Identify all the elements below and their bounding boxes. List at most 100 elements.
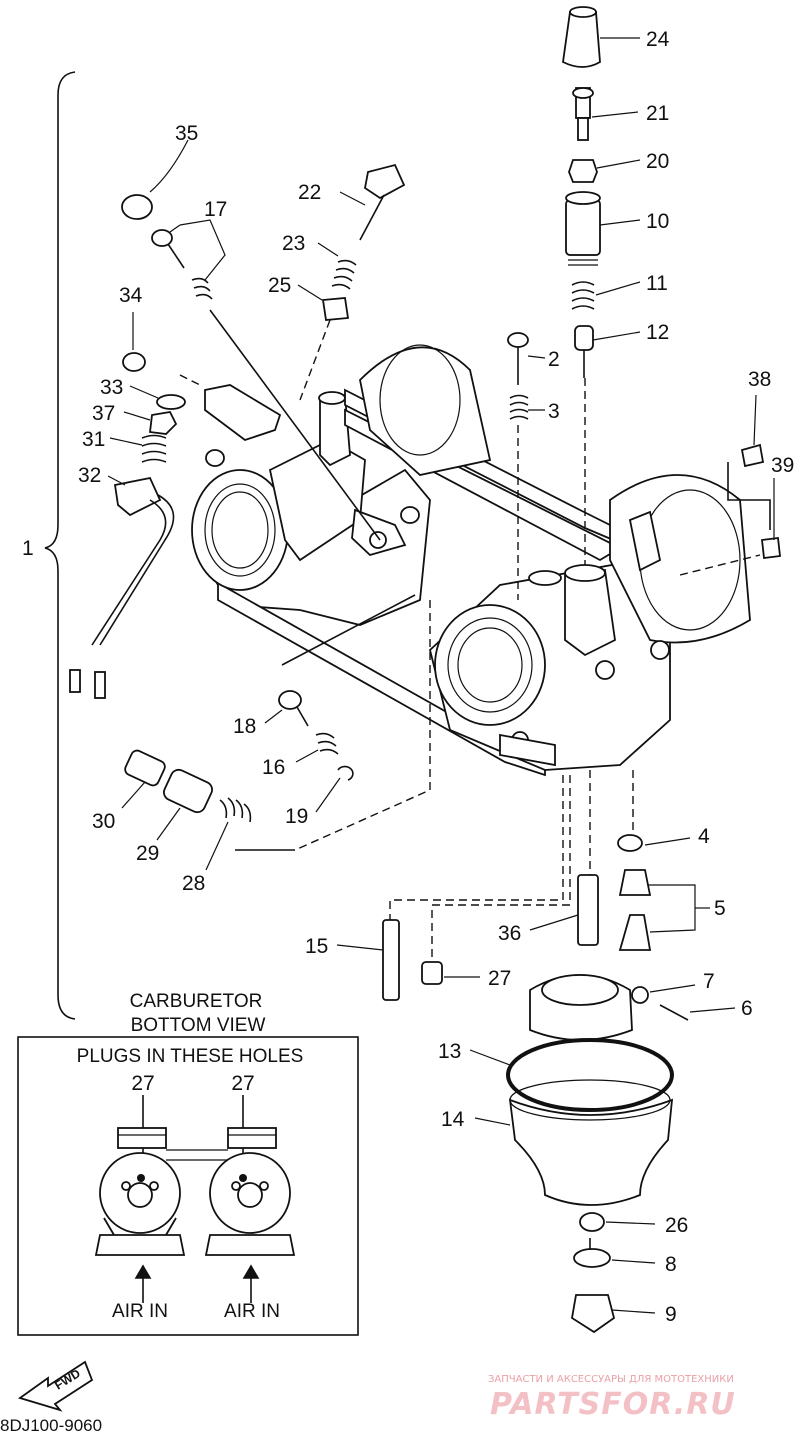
part-18-screw — [278, 690, 309, 727]
callout-7: 7 — [703, 970, 715, 993]
part-31-spring — [141, 434, 167, 463]
part-35-cap — [121, 194, 153, 220]
assembly-bracket — [44, 71, 76, 1020]
callout-6: 6 — [741, 997, 753, 1020]
callout-9: 9 — [665, 1303, 677, 1326]
callout-8: 8 — [665, 1253, 677, 1276]
callout-36: 36 — [498, 922, 521, 945]
part-28-spring — [219, 797, 252, 823]
callout-22: 22 — [298, 181, 321, 204]
callout-37: 37 — [92, 402, 115, 425]
bottom-view-caption-line1: CARBURETOR — [130, 991, 263, 1012]
callout-35: 35 — [175, 122, 198, 145]
carburetor-linkage-rail — [344, 344, 627, 562]
callout-2: 2 — [548, 348, 560, 371]
part-16-spring — [315, 732, 339, 755]
part-4-washer — [617, 834, 643, 852]
callout-19: 19 — [285, 805, 308, 828]
part-27-plug — [421, 961, 443, 985]
part-32-sensor — [69, 476, 175, 699]
part-23-spring — [331, 259, 357, 290]
watermark-logo: PARTSFOR.RU — [490, 1387, 736, 1422]
callout-14: 14 — [441, 1108, 465, 1131]
part-30-collar — [124, 749, 166, 787]
bottom-view-inset: CARBURETOR BOTTOM VIEW PLUGS IN THESE HO… — [17, 991, 359, 1336]
callout-15: 15 — [305, 935, 328, 958]
callout-33: 33 — [100, 376, 123, 399]
part-19-clip — [337, 765, 354, 781]
part-33-washer — [156, 394, 186, 410]
plug-label-right: 27 — [231, 1072, 254, 1095]
callout-13: 13 — [438, 1040, 461, 1063]
part-34-plug — [122, 352, 146, 372]
callout-34: 34 — [119, 284, 143, 307]
callout-26: 26 — [665, 1214, 688, 1237]
callout-28: 28 — [182, 872, 205, 895]
part-6-pin — [659, 1004, 689, 1021]
callout-4: 4 — [698, 825, 710, 848]
part-2-screw — [507, 332, 529, 385]
fwd-arrow-icon: FWD — [17, 1360, 94, 1412]
callout-23: 23 — [282, 232, 305, 255]
part-11-spring — [571, 281, 595, 310]
bottom-view-frame — [17, 1036, 359, 1336]
part-13-gasket — [506, 1038, 674, 1112]
callout-27: 27 — [488, 967, 511, 990]
callout-20: 20 — [646, 150, 669, 173]
callout-18: 18 — [233, 715, 256, 738]
part-36-needle-jet — [577, 874, 599, 946]
part-24-cap — [562, 6, 601, 68]
air-in-arrow-left — [134, 1264, 152, 1303]
part-22-throttle-screw — [359, 163, 406, 241]
part-21-adjuster — [572, 87, 594, 141]
callout-17: 17 — [204, 198, 227, 221]
callout-30: 30 — [92, 810, 115, 833]
callout-11: 11 — [646, 272, 668, 295]
callout-12: 12 — [646, 321, 669, 344]
callout-31: 31 — [82, 428, 105, 451]
callout-39: 39 — [771, 454, 794, 477]
part-10-top — [565, 191, 601, 266]
callout-10: 10 — [646, 210, 669, 233]
callout-21: 21 — [646, 102, 669, 125]
diagram-code: 8DJ100-9060 — [0, 1416, 102, 1435]
part-37-nut — [149, 411, 178, 435]
watermark: ЗАПЧАСТИ И АКСЕССУАРЫ ДЛЯ МОТОТЕХНИКИ PA… — [488, 1374, 736, 1422]
air-in-label-right: AIR IN — [224, 1301, 280, 1322]
leader-lines — [107, 37, 775, 1314]
part-14-float-bowl — [508, 1079, 674, 1206]
callout-1: 1 — [22, 537, 34, 560]
part-20-nut — [568, 159, 598, 183]
watermark-tagline: ЗАПЧАСТИ И АКСЕССУАРЫ ДЛЯ МОТОТЕХНИКИ — [488, 1374, 734, 1385]
part-3-spring — [509, 394, 529, 420]
part-5-jets — [618, 869, 652, 951]
part-15-jet — [382, 919, 400, 1001]
plug-label-left: 27 — [131, 1072, 154, 1095]
air-in-label-left: AIR IN — [112, 1301, 168, 1322]
callout-25: 25 — [268, 274, 291, 297]
callout-16: 16 — [262, 756, 285, 779]
bottom-view-caption-line2: BOTTOM VIEW — [131, 1015, 266, 1036]
part-9-drain-plug — [571, 1294, 616, 1334]
bottom-view-header: PLUGS IN THESE HOLES — [77, 1046, 304, 1067]
callout-32: 32 — [78, 464, 101, 487]
part-29-collar — [163, 768, 213, 814]
part-12-needle — [574, 325, 594, 378]
part-17-screw-spring — [151, 229, 213, 300]
part-7-float — [529, 974, 649, 1041]
part-8-washer — [573, 1248, 611, 1268]
callout-29: 29 — [136, 842, 159, 865]
part-38-plug — [740, 443, 765, 468]
callout-24: 24 — [646, 28, 670, 51]
part-26-screw — [579, 1212, 605, 1232]
reference-lines — [179, 309, 761, 1250]
callout-3: 3 — [548, 400, 560, 423]
callout-labels: 1 2 3 4 5 6 7 8 9 10 11 12 13 14 15 16 1… — [22, 28, 794, 1326]
air-in-arrow-right — [242, 1264, 260, 1303]
callout-5: 5 — [714, 897, 726, 920]
carburetor-body-right — [428, 474, 751, 771]
callout-38: 38 — [748, 368, 771, 391]
part-25-holder — [321, 297, 350, 321]
part-39-plug — [761, 536, 781, 560]
